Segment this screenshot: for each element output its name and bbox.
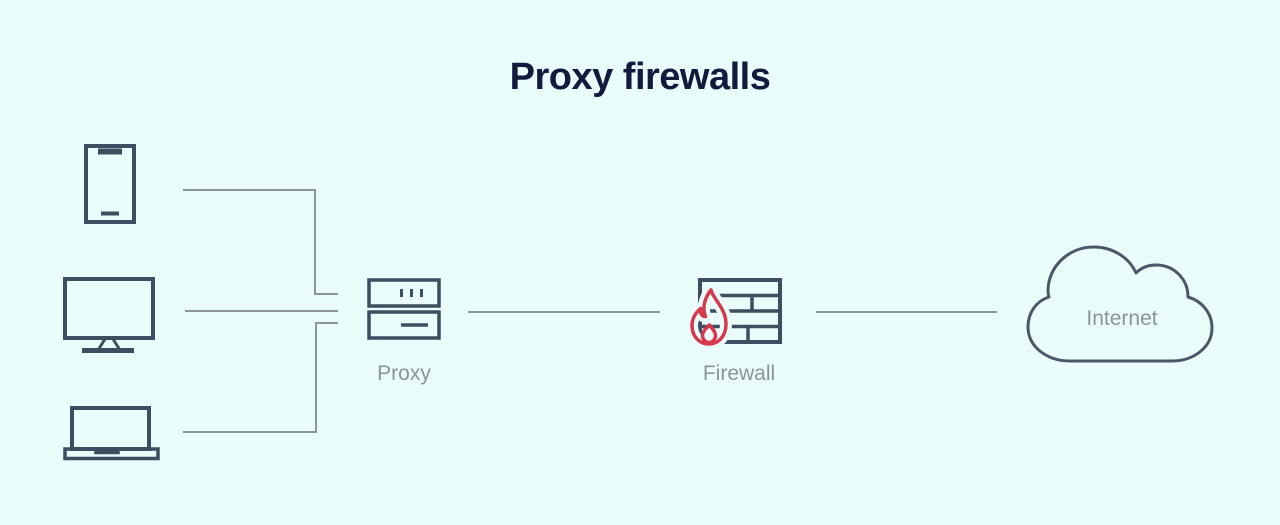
client-device-phone bbox=[84, 144, 136, 229]
firewall-node bbox=[686, 278, 786, 357]
client-device-laptop bbox=[63, 405, 161, 468]
firewall-label: Firewall bbox=[702, 362, 776, 385]
proxy-label: Proxy bbox=[377, 362, 431, 385]
internet-node: Internet bbox=[1022, 243, 1222, 367]
internet-label: Internet bbox=[1086, 307, 1158, 330]
proxy-node bbox=[367, 278, 441, 345]
client-device-desktop bbox=[63, 277, 155, 360]
firewall-icon bbox=[686, 278, 782, 350]
diagram-title: Proxy firewalls bbox=[509, 56, 771, 98]
laptop-icon bbox=[63, 406, 160, 461]
connector-phone-to-proxy bbox=[183, 189, 338, 295]
flame-icon bbox=[686, 284, 732, 350]
proxy-server-icon bbox=[367, 278, 441, 340]
connector-laptop-to-proxy bbox=[183, 322, 338, 433]
cloud-icon bbox=[1026, 245, 1214, 363]
desktop-monitor-icon bbox=[63, 277, 155, 353]
phone-icon bbox=[84, 144, 136, 224]
